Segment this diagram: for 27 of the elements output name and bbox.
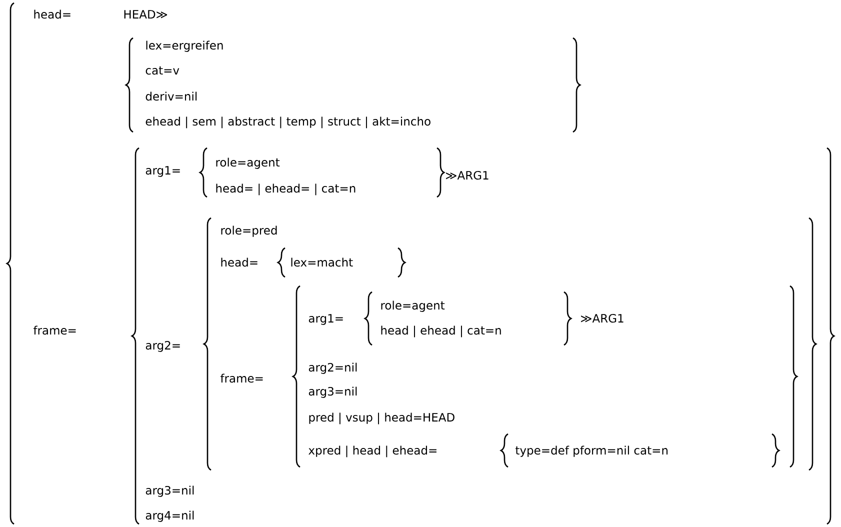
feature-text: deriv=nil bbox=[146, 92, 197, 101]
feature-text: arg1= bbox=[308, 314, 343, 325]
feature-text: ≫ARG1 bbox=[446, 170, 488, 180]
feature-text: head | ehead | cat=n bbox=[381, 326, 501, 338]
feature-text: arg4=nil bbox=[146, 510, 194, 522]
feature-text: pred | vsup | head=HEAD bbox=[309, 412, 454, 424]
feature-text: arg3=nil bbox=[308, 386, 357, 398]
feature-text: role=pred bbox=[221, 226, 277, 237]
feature-text: cat=v bbox=[146, 66, 180, 75]
feature-text: arg3=nil bbox=[146, 486, 194, 497]
feature-text: head= bbox=[34, 10, 70, 19]
feature-text: head= bbox=[221, 258, 258, 267]
feature-text: xpred | head | ehead= bbox=[308, 446, 436, 458]
feature-text: arg2= bbox=[146, 340, 180, 352]
feature-text: arg2=nil bbox=[308, 362, 357, 374]
feature-text: type=def pform=nil cat=n bbox=[516, 446, 668, 457]
feature-text: head= | ehead= | cat=n bbox=[216, 184, 356, 196]
feature-text: lex=ergreifen bbox=[146, 40, 223, 52]
feature-text: role=agent bbox=[216, 158, 280, 169]
feature-text: frame= bbox=[220, 374, 263, 383]
feature-text: lex=macht bbox=[291, 258, 353, 267]
feature-text: ehead | sem | abstract | temp | struct | akt=incho bbox=[146, 116, 430, 128]
feature-text: HEAD≫ bbox=[124, 10, 168, 18]
feature-text: role=agent bbox=[381, 300, 445, 312]
feature-text: frame= bbox=[33, 326, 76, 335]
feature-text: ≫ARG1 bbox=[581, 314, 624, 323]
feature-text: arg1= bbox=[146, 166, 180, 177]
